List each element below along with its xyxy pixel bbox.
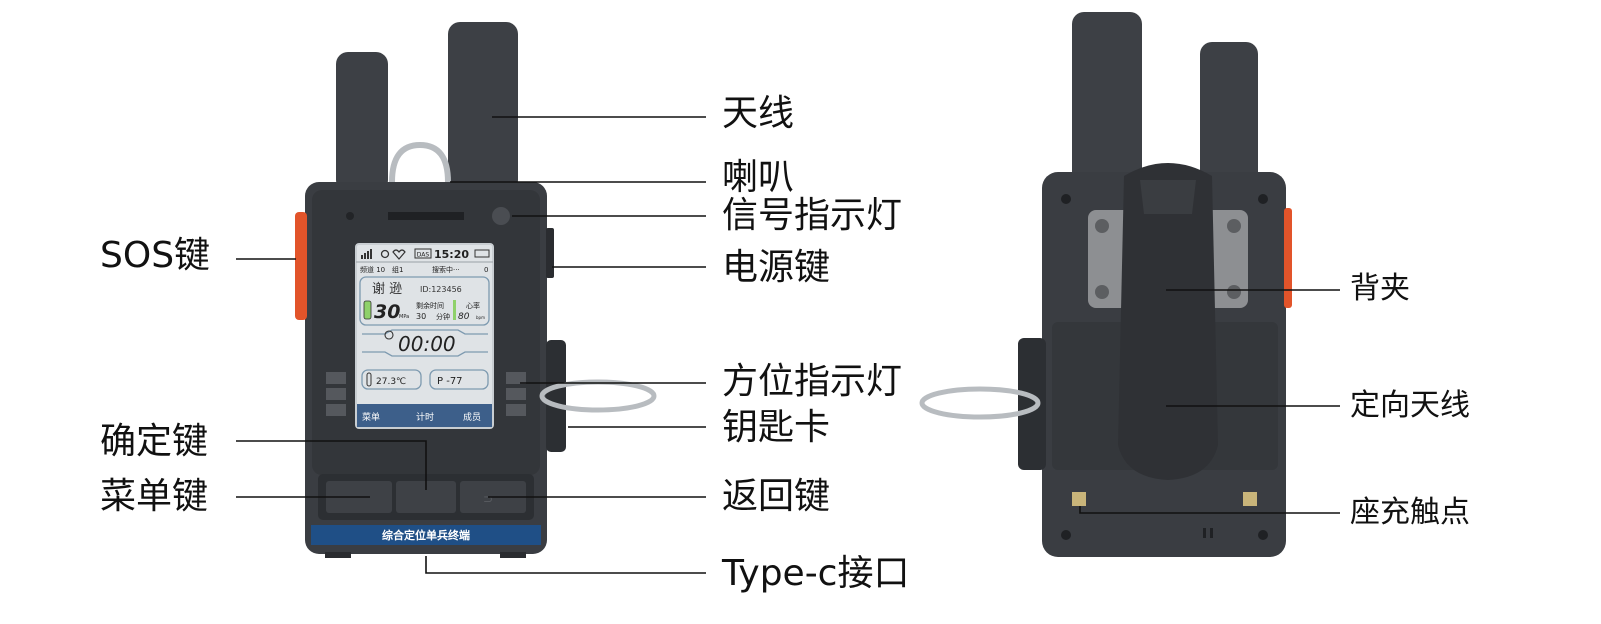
lcd-remaining-unit: 分钟 [436, 312, 450, 321]
lcd-heart-value: 80 [458, 312, 470, 322]
charge-contact-left [1072, 492, 1086, 506]
signal-light [492, 207, 510, 225]
back-antenna-left [1072, 12, 1142, 192]
back-antenna-right [1200, 42, 1258, 192]
lcd-pressure-value: 30 [374, 301, 400, 323]
leader-contacts [1079, 506, 1340, 514]
bottom-label-bar [311, 525, 541, 545]
lcd-softkey-members: 成员 [463, 411, 481, 423]
bottom-label: 综合定位单兵终端 [382, 528, 470, 542]
lcd-p-box [429, 369, 489, 390]
front-feet-right [500, 552, 526, 558]
back-side-orange [1284, 208, 1292, 308]
back-screw-tr [1258, 194, 1268, 204]
sos-side-key [295, 212, 307, 320]
lcd-softkey-menu: 菜单 [362, 411, 380, 423]
direction-lights-left [326, 372, 346, 416]
back-key-card-ring [919, 386, 1041, 420]
lcd-user-id: ID:123456 [420, 285, 462, 294]
label-charge-contacts: 座充触点 [1350, 495, 1470, 530]
label-antenna: 天线 [722, 93, 795, 134]
back-device [919, 12, 1292, 557]
bottom-slot [1203, 528, 1206, 538]
front-feet-left [325, 552, 351, 558]
leader-lines [236, 116, 1340, 574]
lcd-pressure-unit: MPa [399, 314, 409, 320]
front-ring-handle [389, 141, 451, 183]
lcd-clock-icon [384, 330, 394, 340]
back-button-glyph: ⊃ [483, 492, 493, 506]
power-side-key [546, 228, 554, 278]
front-antenna-left [336, 52, 388, 192]
lcd-team-count: 0 [484, 266, 488, 274]
lcd-thermometer-icon [366, 372, 372, 387]
lcd-user-card [359, 276, 490, 326]
leader-typec [425, 556, 706, 574]
label-back-clip: 背夹 [1350, 271, 1410, 306]
back-screw-tl [1061, 194, 1071, 204]
lcd-status-badge: DAS [417, 252, 430, 259]
leader-ok [236, 440, 427, 490]
lcd-temp-box [361, 369, 422, 390]
label-typec-port: Type-c接口 [722, 553, 910, 594]
label-power-key: 电源键 [722, 247, 831, 288]
lcd-status-time: 15:20 [434, 248, 469, 261]
lcd-remaining-label: 剩余时间 [416, 301, 444, 310]
lcd-p-value: P -77 [437, 376, 463, 387]
label-sos-key: SOS键 [100, 235, 211, 276]
lcd-team-channel: 频道 10 [360, 265, 385, 274]
lcd-location-icon [380, 249, 390, 259]
label-key-card: 钥匙卡 [722, 407, 831, 448]
lcd-team-search: 搜索中··· [432, 265, 460, 274]
lcd-team-group: 组1 [392, 265, 403, 274]
lcd-pressure-gauge [363, 300, 372, 320]
belt-clip-grip [1140, 180, 1196, 214]
direction-lights-right [506, 372, 526, 416]
lcd-softkey-bar [357, 404, 492, 427]
lcd-heart-label: 心率 [466, 301, 480, 310]
lcd-battery-icon [474, 249, 490, 258]
label-ok-key: 确定键 [100, 421, 209, 462]
front-antenna-right [448, 22, 518, 192]
lcd-temperature: 27.3℃ [376, 377, 406, 387]
front-mic-dot [346, 212, 354, 220]
label-directional-antenna: 定向天线 [1350, 388, 1470, 423]
back-screw-bl [1061, 530, 1071, 540]
label-menu-key: 菜单键 [100, 476, 209, 517]
lcd-heart-bar [453, 300, 456, 320]
lcd-heart-icon [392, 249, 406, 260]
lcd-screen [355, 243, 494, 429]
lcd-user-name: 谢 逊 [372, 281, 402, 297]
label-speaker: 喇叭 [722, 157, 795, 198]
speaker-grill [388, 212, 464, 220]
back-screw-br [1258, 530, 1268, 540]
charge-contact-right [1243, 492, 1257, 506]
lcd-signal-icon [361, 249, 372, 259]
belt-clip [1118, 163, 1218, 480]
label-signal-light: 信号指示灯 [722, 195, 903, 236]
back-key-card-holder [1018, 338, 1046, 470]
key-card-holder [546, 340, 566, 452]
lcd-heart-unit: bpm [476, 315, 485, 320]
lcd-badge-frame [414, 248, 432, 259]
ok-button [396, 481, 456, 513]
lcd-timer: 00:00 [398, 332, 456, 356]
label-direction-light: 方位指示灯 [722, 361, 903, 402]
bottom-slot-2 [1210, 528, 1213, 538]
key-card-ring [539, 379, 657, 413]
front-device: DAS 15:20 频道 10 组1 搜索中··· 0 谢 逊 ID:12345… [295, 22, 657, 558]
label-back-key: 返回键 [722, 476, 831, 517]
lcd-remaining-value: 30 [416, 312, 426, 321]
lcd-softkey-timer: 计时 [416, 411, 434, 423]
lcd-timer-frame [362, 329, 488, 335]
